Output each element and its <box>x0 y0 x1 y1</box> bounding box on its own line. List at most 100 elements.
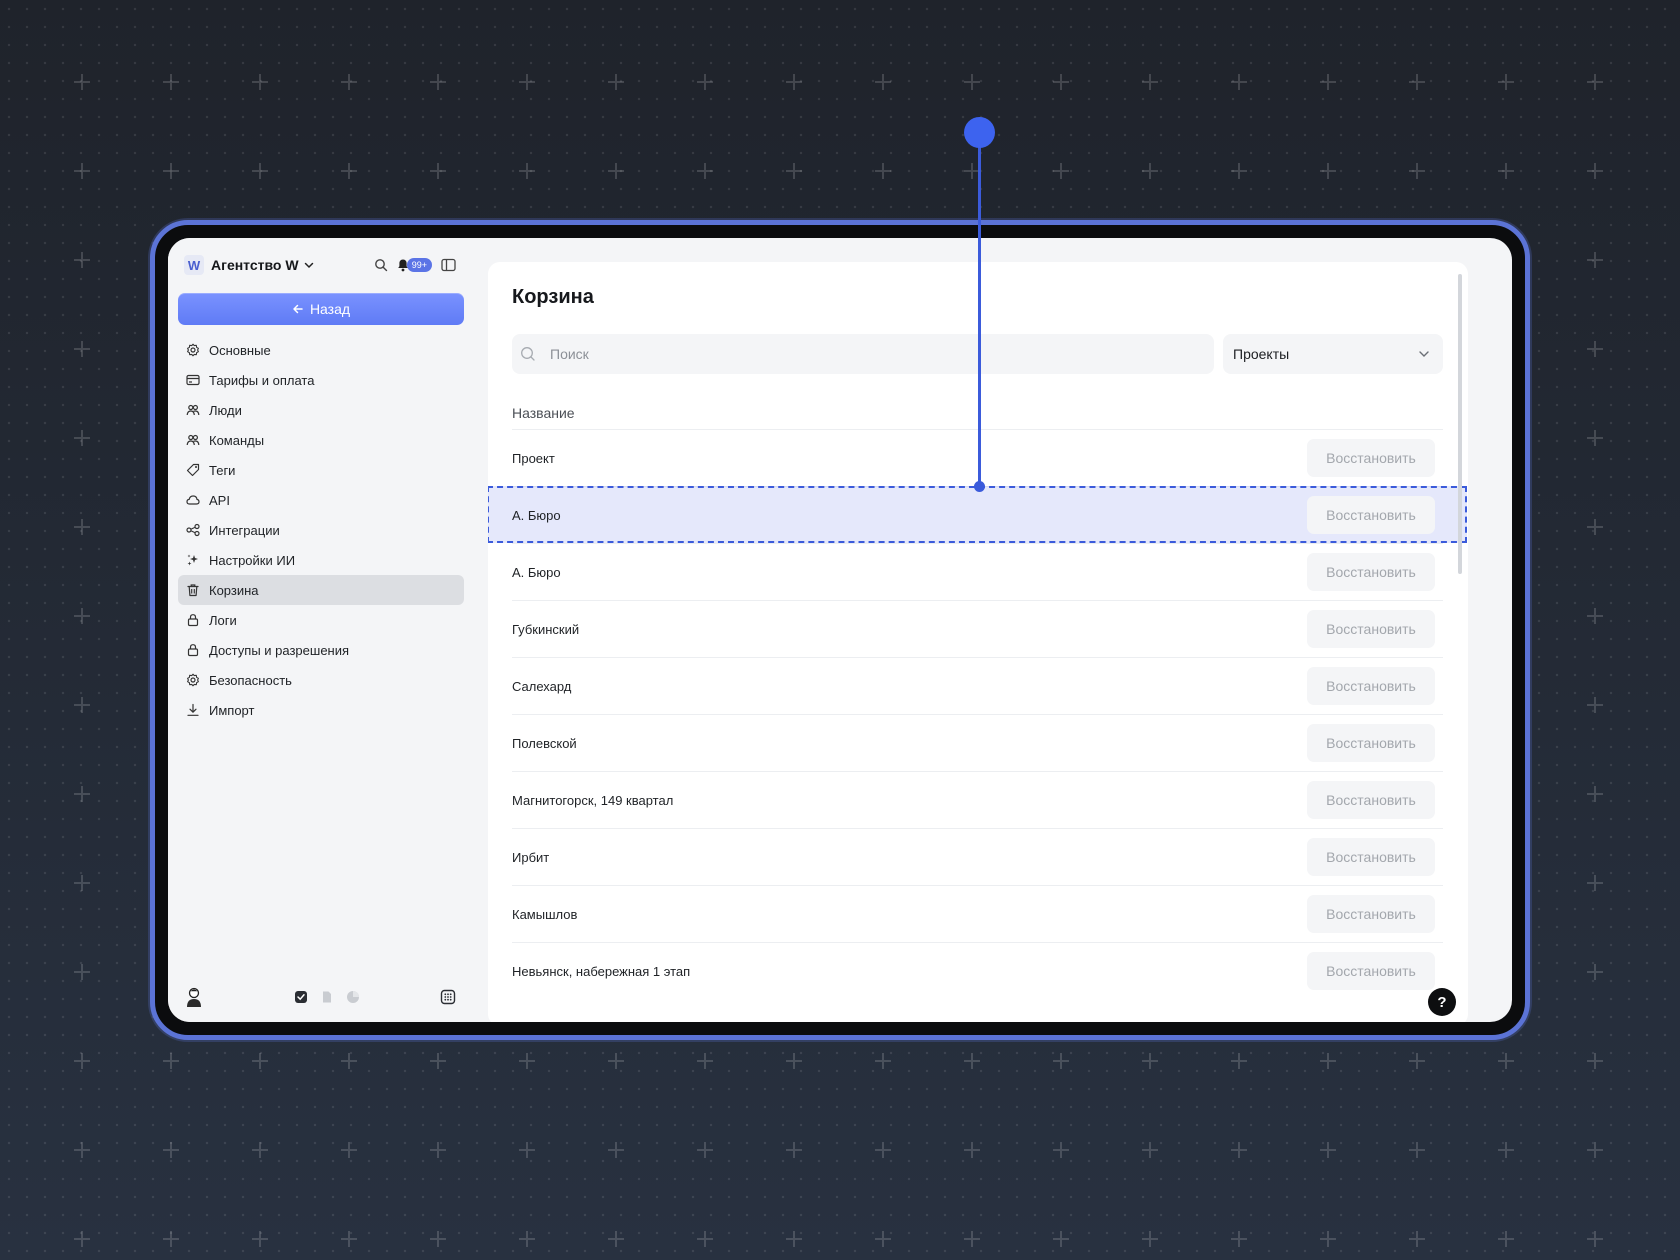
sidebar-item-teams[interactable]: Команды <box>178 425 464 455</box>
calculator-icon[interactable] <box>440 989 456 1005</box>
plus-mark <box>1142 74 1158 90</box>
sidebar-item-api[interactable]: API <box>178 485 464 515</box>
search-field[interactable] <box>512 334 1214 374</box>
restore-button[interactable]: Восстановить <box>1307 439 1435 477</box>
plus-mark <box>430 1231 446 1247</box>
sidebar-item-people[interactable]: Люди <box>178 395 464 425</box>
sidebar-item-tags[interactable]: Теги <box>178 455 464 485</box>
sidebar-item-access[interactable]: Доступы и разрешения <box>178 635 464 665</box>
plus-mark <box>1587 608 1603 624</box>
plus-mark <box>875 74 891 90</box>
plus-mark <box>519 1142 535 1158</box>
restore-button[interactable]: Восстановить <box>1307 667 1435 705</box>
table-row[interactable]: А. Бюро Восстановить <box>488 486 1467 543</box>
sidebar-item-security[interactable]: Безопасность <box>178 665 464 695</box>
sidebar-item-label: Теги <box>209 462 236 478</box>
sidebar-item-import[interactable]: Импорт <box>178 695 464 725</box>
plus-mark <box>1587 252 1603 268</box>
plus-mark <box>875 1053 891 1069</box>
plus-mark <box>697 1231 713 1247</box>
plus-mark <box>1320 1231 1336 1247</box>
restore-button[interactable]: Восстановить <box>1307 496 1435 534</box>
plus-mark <box>74 163 90 179</box>
plus-mark <box>608 1231 624 1247</box>
table-row[interactable]: Ирбит Восстановить <box>512 828 1443 885</box>
plus-mark <box>964 74 980 90</box>
plus-mark <box>786 1231 802 1247</box>
plus-mark <box>786 1053 802 1069</box>
help-button[interactable]: ? <box>1428 988 1456 1016</box>
plus-mark <box>1587 1053 1603 1069</box>
lock-icon <box>187 644 199 657</box>
notifications[interactable]: 99+ <box>397 258 432 272</box>
plus-mark <box>875 1231 891 1247</box>
plus-mark <box>1231 1142 1247 1158</box>
pie-chart-icon[interactable] <box>346 990 360 1004</box>
search-input[interactable] <box>550 346 1150 362</box>
plus-mark <box>252 74 268 90</box>
document-icon[interactable] <box>320 990 334 1004</box>
plus-mark <box>608 1142 624 1158</box>
back-button[interactable]: Назад <box>178 293 464 325</box>
plus-mark <box>1142 1053 1158 1069</box>
plus-mark <box>964 1231 980 1247</box>
sidebar-item-trash[interactable]: Корзина <box>178 575 464 605</box>
plus-mark <box>341 74 357 90</box>
plus-mark <box>74 1053 90 1069</box>
plus-mark <box>608 74 624 90</box>
plus-mark <box>1142 1142 1158 1158</box>
plus-mark <box>608 1053 624 1069</box>
restore-button[interactable]: Восстановить <box>1307 838 1435 876</box>
workspace-name[interactable]: Агентство W <box>211 257 299 273</box>
notification-badge: 99+ <box>406 258 432 272</box>
restore-button[interactable]: Восстановить <box>1307 952 1435 990</box>
plus-mark <box>786 74 802 90</box>
sidebar-item-ai-settings[interactable]: Настройки ИИ <box>178 545 464 575</box>
avatar[interactable] <box>184 986 204 1008</box>
lock-icon <box>187 614 199 627</box>
plus-mark <box>74 430 90 446</box>
plus-mark <box>1142 163 1158 179</box>
search-icon <box>521 347 535 361</box>
scrollbar[interactable] <box>1458 274 1462 574</box>
restore-button[interactable]: Восстановить <box>1307 895 1435 933</box>
sidebar-item-general[interactable]: Основные <box>178 335 464 365</box>
row-name: А. Бюро <box>512 507 561 523</box>
back-button-label: Назад <box>309 301 351 317</box>
restore-button[interactable]: Восстановить <box>1307 724 1435 762</box>
restore-button[interactable]: Восстановить <box>1307 553 1435 591</box>
checkbox-icon[interactable] <box>294 990 308 1004</box>
sidebar-item-billing[interactable]: Тарифы и оплата <box>178 365 464 395</box>
plus-mark <box>341 1053 357 1069</box>
plus-mark <box>252 163 268 179</box>
annotation-pin-anchor <box>974 481 985 492</box>
row-name: Ирбит <box>512 849 550 865</box>
search-icon[interactable] <box>374 258 388 272</box>
restore-button[interactable]: Восстановить <box>1307 610 1435 648</box>
chevron-down-icon[interactable] <box>303 259 315 271</box>
plus-mark <box>1498 74 1514 90</box>
chevron-down-icon <box>1419 351 1429 357</box>
sidebar-item-label: Безопасность <box>209 672 292 688</box>
plus-mark <box>1498 163 1514 179</box>
plus-mark <box>74 519 90 535</box>
type-filter-select[interactable]: Проекты <box>1223 334 1443 374</box>
plus-mark <box>1587 964 1603 980</box>
plus-mark <box>1320 1053 1336 1069</box>
sidebar-item-integrations[interactable]: Интеграции <box>178 515 464 545</box>
sidebar-item-logs[interactable]: Логи <box>178 605 464 635</box>
restore-button[interactable]: Восстановить <box>1307 781 1435 819</box>
sparkle-icon <box>187 554 198 566</box>
plus-mark <box>697 163 713 179</box>
sidebar-toggle-icon[interactable] <box>441 258 456 272</box>
